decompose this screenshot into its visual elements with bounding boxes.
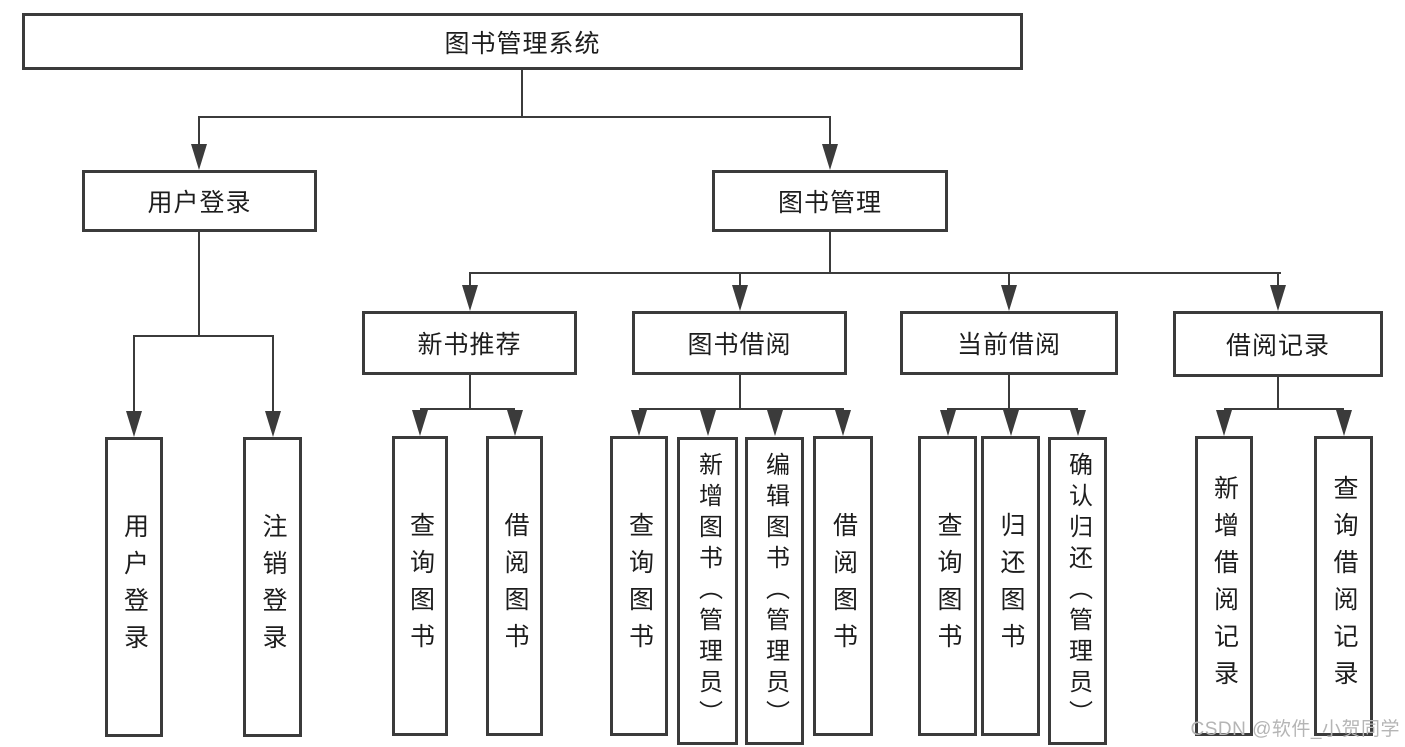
connector-vline: [1277, 272, 1279, 286]
connector-hline: [947, 408, 1078, 410]
connector-vline: [739, 375, 741, 410]
node-borrow-records: 借阅记录: [1173, 311, 1383, 377]
node-book-management: 图书管理: [712, 170, 948, 232]
arrow-down: [412, 410, 428, 436]
arrow-down: [1070, 410, 1086, 436]
connector-vline: [469, 272, 471, 286]
connector-vline: [739, 272, 741, 286]
leaf-query-borrow-record-label: 查询借阅记录: [1330, 475, 1358, 697]
connector-hline: [134, 335, 273, 337]
node-book-management-label: 图书管理: [777, 189, 882, 217]
node-borrow-records-label: 借阅记录: [1225, 332, 1330, 360]
node-current-borrow: 当前借阅: [900, 311, 1118, 375]
connector-hline: [198, 116, 831, 118]
arrow-down: [265, 411, 281, 437]
leaf-add-book-admin: 新增图书（管理员）: [677, 437, 738, 745]
node-book-borrow: 图书借阅: [632, 311, 847, 375]
leaf-query-book-recommend-label: 查询图书: [406, 512, 435, 660]
node-user-login-label: 用户登录: [147, 189, 252, 217]
leaf-logout-label: 注销登录: [259, 513, 287, 661]
connector-vline: [1277, 377, 1279, 410]
leaf-edit-book-admin: 编辑图书（管理员）: [745, 437, 804, 745]
arrow-down: [822, 144, 838, 170]
arrow-down: [940, 410, 956, 436]
leaf-query-book-borrow-label: 查询图书: [625, 512, 654, 660]
connector-vline: [521, 70, 523, 117]
connector-hline: [469, 272, 1281, 274]
connector-vline: [198, 232, 200, 337]
node-new-book-recommend-label: 新书推荐: [417, 331, 522, 359]
node-new-book-recommend: 新书推荐: [362, 311, 577, 375]
arrow-down: [767, 410, 783, 436]
leaf-user-login-label: 用户登录: [120, 513, 149, 661]
leaf-query-borrow-record: 查询借阅记录: [1314, 436, 1373, 736]
leaf-return-book: 归还图书: [981, 436, 1040, 736]
leaf-query-book-current: 查询图书: [918, 436, 977, 736]
arrow-down: [835, 410, 851, 436]
connector-hline: [420, 408, 515, 410]
leaf-query-book-borrow: 查询图书: [610, 436, 668, 736]
leaf-borrow-book-recommend-label: 借阅图书: [501, 512, 529, 660]
arrow-down: [1270, 285, 1286, 311]
leaf-borrow-book-label: 借阅图书: [829, 512, 858, 660]
leaf-user-login: 用户登录: [105, 437, 163, 737]
leaf-query-book-recommend: 查询图书: [392, 436, 448, 736]
connector-vline: [133, 335, 135, 412]
arrow-down: [732, 285, 748, 311]
arrow-down: [1001, 285, 1017, 311]
arrow-down: [507, 410, 523, 436]
arrow-down: [1003, 410, 1019, 436]
connector-vline: [829, 232, 831, 274]
leaf-logout: 注销登录: [243, 437, 302, 737]
node-current-borrow-label: 当前借阅: [956, 331, 1061, 359]
connector-vline: [198, 116, 200, 146]
connector-vline: [272, 335, 274, 412]
arrow-down: [1216, 410, 1232, 436]
leaf-add-borrow-record-label: 新增借阅记录: [1210, 475, 1239, 697]
node-book-borrow-label: 图书借阅: [687, 331, 792, 359]
arrow-down: [126, 411, 142, 437]
leaf-return-book-label: 归还图书: [997, 512, 1025, 660]
connector-hline: [1224, 408, 1344, 410]
node-user-login: 用户登录: [82, 170, 317, 232]
connector-hline: [639, 408, 844, 410]
arrow-down: [700, 410, 716, 436]
arrow-down: [1336, 410, 1352, 436]
node-root: 图书管理系统: [22, 13, 1023, 70]
arrow-down: [462, 285, 478, 311]
leaf-query-book-current-label: 查询图书: [934, 512, 962, 660]
leaf-add-book-admin-label: 新增图书（管理员）: [694, 451, 722, 731]
arrow-down: [191, 144, 207, 170]
arrow-down: [631, 410, 647, 436]
csdn-watermark: CSDN @软件_小贺同学: [1190, 719, 1400, 740]
leaf-confirm-return-admin: 确认归还（管理员）: [1048, 437, 1107, 745]
leaf-confirm-return-admin-label: 确认归还（管理员）: [1064, 451, 1092, 731]
leaf-edit-book-admin-label: 编辑图书（管理员）: [761, 451, 789, 731]
connector-vline: [469, 375, 471, 410]
node-root-label: 图书管理系统: [444, 29, 601, 58]
connector-vline: [1008, 272, 1010, 286]
connector-vline: [1008, 375, 1010, 410]
leaf-borrow-book-recommend: 借阅图书: [486, 436, 543, 736]
leaf-add-borrow-record: 新增借阅记录: [1195, 436, 1253, 736]
connector-vline: [829, 116, 831, 146]
leaf-borrow-book: 借阅图书: [813, 436, 873, 736]
